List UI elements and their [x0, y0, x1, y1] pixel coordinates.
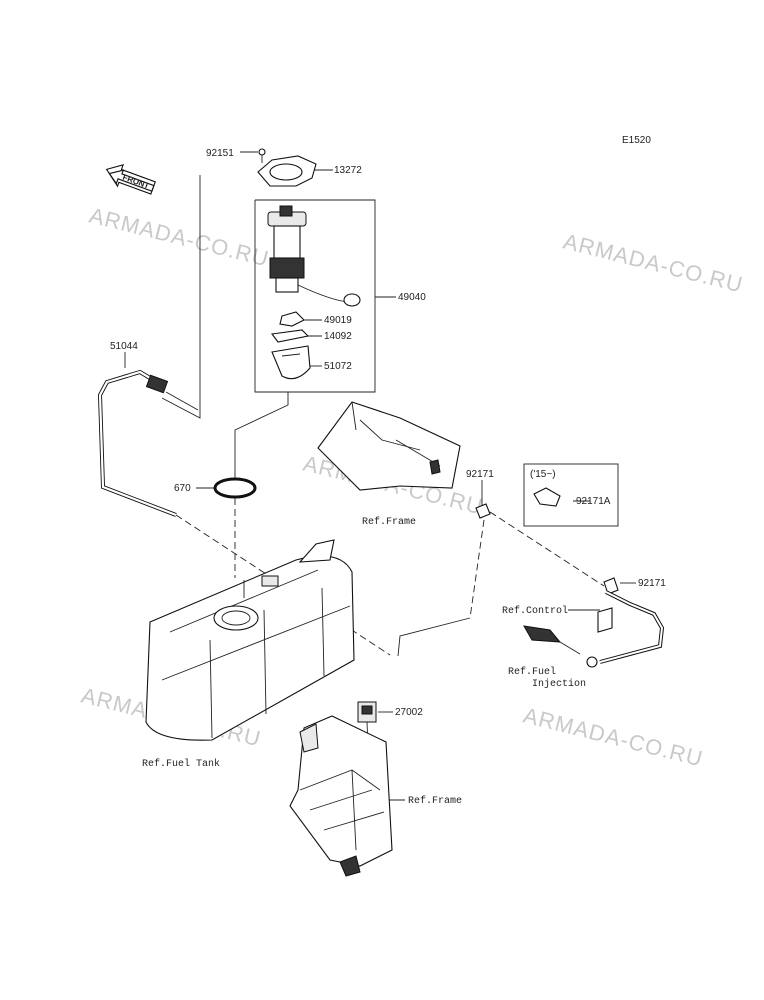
- label-27002: 27002: [395, 707, 423, 718]
- fuel-tank: [145, 539, 355, 741]
- o-ring-670: [213, 477, 257, 499]
- watermark-5: ARMADA-CO.RU: [521, 703, 706, 772]
- part-labels: 92151 13272 49040 49019 14092 51072 5104…: [110, 148, 666, 718]
- label-49019: 49019: [324, 315, 352, 326]
- watermark-2: ARMADA-CO.RU: [561, 229, 746, 298]
- clamp-92171-a: [475, 503, 491, 519]
- frame-top: [317, 401, 461, 491]
- label-51044: 51044: [110, 341, 138, 352]
- label-49040: 49040: [398, 292, 426, 303]
- pump-lower-leader: [234, 392, 289, 478]
- cup-51072: [271, 345, 311, 380]
- label-92151: 92151: [206, 148, 234, 159]
- label-51072: 51072: [324, 361, 352, 372]
- frame-to-tank-dash: [469, 519, 485, 619]
- harness-51044: [97, 369, 199, 517]
- diagram-code: E1520: [622, 135, 651, 146]
- ref-fuel-injection-line2: Injection: [532, 678, 586, 690]
- label-13272: 13272: [334, 165, 362, 176]
- label-14092: 14092: [324, 331, 352, 342]
- bolt-92151: [258, 148, 266, 163]
- fuel-hose: [586, 590, 665, 668]
- ref-fuel-injection-line1: Ref.Fuel: [508, 666, 556, 678]
- ref-fuel-tank: Ref.Fuel Tank: [142, 758, 220, 770]
- pump-assembly-bracket: [254, 199, 376, 393]
- filter-49019: [279, 311, 305, 327]
- watermark-1: ARMADA-CO.RU: [87, 203, 272, 272]
- gasket-plate-13272: [257, 155, 317, 187]
- label-92171-b: 92171: [638, 578, 666, 589]
- label-670: 670: [174, 483, 191, 494]
- frame-outline-right: [397, 617, 471, 657]
- label-92171A: 92171A: [576, 496, 611, 507]
- cover-14092: [270, 329, 310, 343]
- clamp-92171-b: [603, 577, 619, 595]
- ref-control: Ref.Control: [502, 605, 568, 617]
- reference-labels: Ref.Frame Ref.Control Ref.Fuel Injection…: [142, 516, 586, 807]
- inset-92171A: ('15~): [523, 463, 619, 527]
- control-bracket: [597, 607, 613, 633]
- label-92171-a: 92171: [466, 469, 494, 480]
- fuel-pump-assembly-49040: [267, 205, 361, 307]
- harness-leader: [161, 175, 201, 419]
- fuel-injector: [523, 625, 581, 655]
- year-note: ('15~): [530, 469, 556, 480]
- ref-frame-bottom: Ref.Frame: [408, 795, 462, 807]
- frame-bottom: [289, 715, 393, 877]
- fuel-line-route-dash: [489, 511, 605, 587]
- front-arrow-icon: FRONT: [105, 163, 156, 195]
- ref-frame-top: Ref.Frame: [362, 516, 416, 528]
